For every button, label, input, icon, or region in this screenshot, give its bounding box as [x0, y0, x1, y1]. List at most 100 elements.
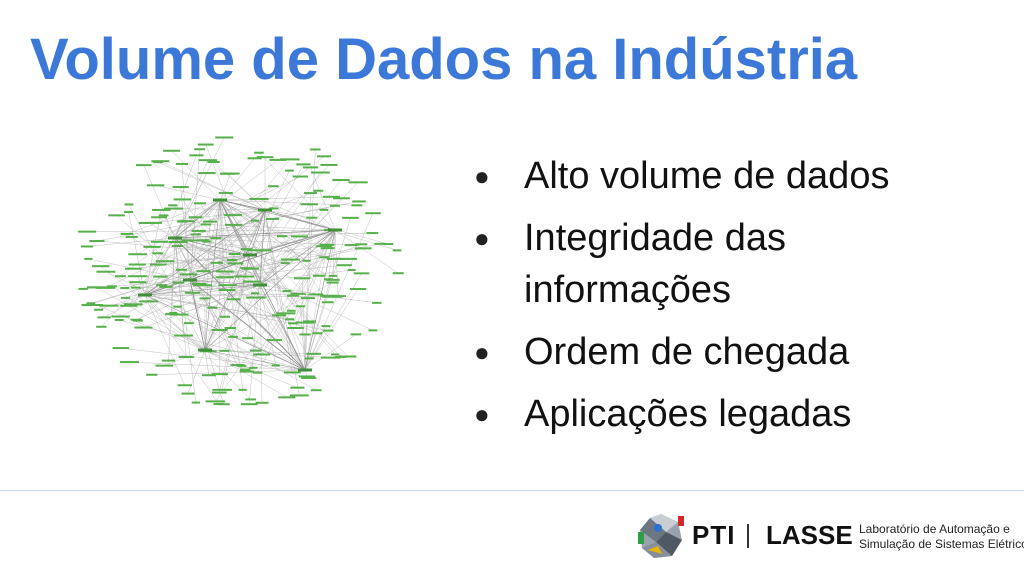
graph-node: [313, 274, 325, 277]
graph-node: [184, 291, 201, 294]
graph-edge: [264, 209, 293, 373]
graph-node: [161, 359, 176, 362]
graph-node: [194, 148, 206, 151]
graph-node: [207, 161, 220, 164]
graph-node: [143, 245, 161, 248]
graph-node: [175, 162, 189, 165]
graph-node: [200, 223, 211, 226]
graph-edge: [258, 198, 336, 231]
graph-hub-node: [328, 228, 342, 232]
graph-edge: [159, 241, 251, 256]
graph-node: [349, 288, 367, 291]
graph-node: [266, 217, 280, 220]
graph-node: [238, 388, 247, 391]
graph-edge: [199, 203, 306, 371]
graph-edge: [219, 254, 251, 393]
graph-edge: [261, 229, 336, 355]
graph-node: [218, 191, 233, 194]
graph-edge: [219, 199, 251, 256]
graph-node: [129, 281, 147, 284]
graph-node: [276, 312, 296, 315]
graph-node: [86, 302, 96, 305]
graph-node: [322, 195, 340, 198]
graph-node: [211, 391, 227, 394]
graph-node: [178, 356, 194, 359]
graph-node: [196, 270, 211, 273]
graph-node: [310, 171, 330, 174]
graph-node: [228, 252, 241, 255]
graph-node: [290, 235, 309, 238]
graph-node: [315, 245, 332, 248]
graph-node: [210, 237, 222, 240]
graph-node: [256, 156, 274, 159]
graph-node: [168, 204, 178, 207]
graph-node: [191, 229, 207, 232]
graph-node: [368, 329, 378, 332]
graph-node: [348, 181, 368, 184]
graph-node: [211, 329, 228, 332]
graph-node: [189, 154, 204, 157]
graph-node: [156, 284, 168, 287]
graph-edge: [235, 209, 266, 264]
graph-node: [336, 264, 352, 267]
graph-edge: [174, 199, 221, 239]
graph-node: [304, 357, 314, 360]
graph-node: [155, 364, 174, 367]
graph-node: [293, 277, 311, 280]
graph-edge: [174, 237, 197, 403]
graph-node: [351, 204, 363, 207]
graph-node: [177, 384, 192, 387]
graph-node: [108, 214, 125, 217]
graph-edge: [189, 229, 336, 281]
graph-node: [125, 235, 138, 238]
graph-edge: [204, 199, 221, 351]
graph-edge: [163, 215, 176, 239]
graph-node: [191, 401, 201, 404]
graph-node: [171, 245, 184, 248]
graph-node: [191, 282, 207, 285]
graph-node: [218, 289, 236, 292]
graph-hub-node: [243, 253, 257, 257]
graph-node: [353, 272, 370, 275]
graph-node: [245, 398, 257, 401]
graph-edge: [227, 173, 266, 211]
graph-edge: [182, 199, 306, 371]
graph-node: [215, 270, 234, 273]
footer-logos: PTI LASSE Laboratório de Automação e Sim…: [636, 506, 1024, 566]
graph-node: [310, 389, 322, 392]
graph-node: [192, 284, 213, 287]
graph-node: [240, 248, 253, 251]
graph-node: [169, 311, 178, 314]
graph-node: [226, 298, 241, 301]
bullet-item: ● Alto volume de dados: [470, 150, 990, 202]
graph-node: [331, 353, 340, 356]
graph-node: [221, 172, 240, 175]
graph-node: [286, 294, 299, 297]
graph-node: [219, 315, 231, 318]
graph-node: [269, 158, 287, 161]
graph-node: [338, 355, 357, 358]
graph-edge: [137, 237, 176, 283]
pti-logo-text: PTI: [692, 520, 736, 550]
graph-node: [321, 325, 331, 328]
graph-node: [136, 164, 152, 167]
graph-node: [211, 373, 229, 376]
graph-node: [96, 270, 116, 273]
graph-node: [228, 335, 238, 338]
graph-edge: [174, 237, 299, 295]
footer-divider: [0, 490, 1024, 491]
graph-edge: [129, 361, 306, 371]
graph-node: [392, 249, 402, 252]
graph-edge: [246, 229, 336, 372]
graph-edge: [264, 209, 312, 218]
graph-node: [312, 332, 323, 335]
graph-edge: [219, 199, 325, 258]
graph-node: [300, 203, 319, 206]
graph-node: [197, 239, 209, 242]
graph-node: [188, 216, 203, 219]
graph-node: [89, 240, 105, 243]
graph-node: [128, 263, 146, 266]
graph-node: [201, 240, 212, 243]
lasse-description-line1: Laboratório de Automação e: [859, 522, 1010, 536]
